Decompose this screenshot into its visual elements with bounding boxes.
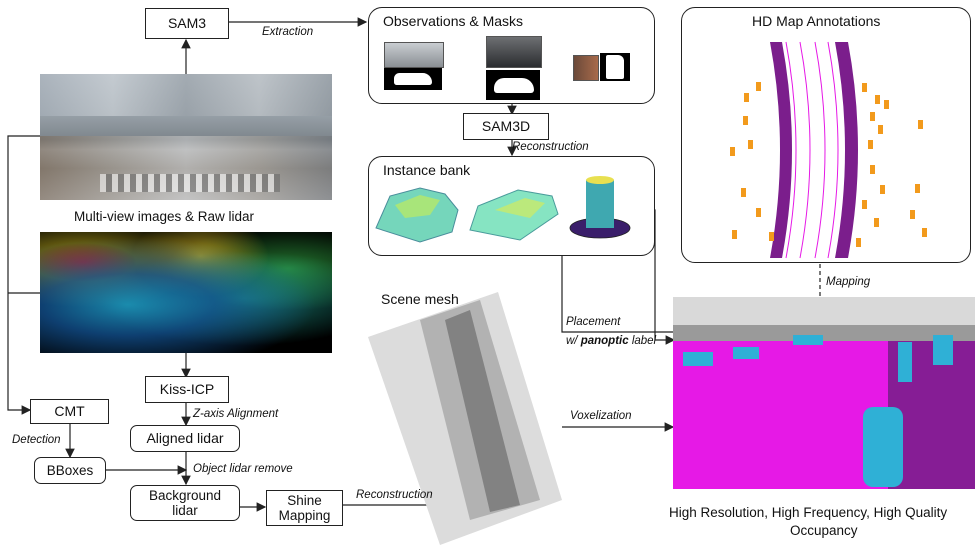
raw-lidar-image — [40, 232, 332, 353]
label-extraction: Extraction — [262, 26, 314, 38]
sam3d-node: SAM3D — [463, 113, 549, 140]
bboxes-node: BBoxes — [34, 457, 106, 484]
panoptic-bold: panoptic — [580, 335, 629, 347]
label-placement: Placement — [566, 316, 621, 328]
background-lidar-node: Background lidar — [130, 485, 240, 521]
label-z-axis: Z-axis Alignment — [193, 408, 279, 420]
shine-mapping-node: Shine Mapping — [266, 490, 343, 526]
label-detection: Detection — [12, 434, 61, 446]
label-panoptic: w/ panoptic label — [566, 335, 657, 347]
observation-car-image-2 — [486, 36, 542, 68]
background-lidar-line2: lidar — [172, 503, 198, 518]
instance-mesh-car-1 — [375, 187, 459, 243]
mask-object-3 — [600, 53, 630, 81]
label-reconstruction-top: Reconstruction — [512, 141, 589, 153]
mask-car-2 — [486, 70, 540, 100]
kiss-icp-node: Kiss-ICP — [145, 376, 229, 403]
hd-map-title: HD Map Annotations — [752, 13, 881, 29]
label-reconstruction-bottom: Reconstruction — [356, 489, 433, 501]
observation-object-image-3 — [573, 55, 599, 81]
mask-car-1 — [384, 68, 442, 90]
cmt-node: CMT — [30, 399, 109, 424]
shine-mapping-line1: Shine — [287, 493, 322, 508]
multiview-caption: Multi-view images & Raw lidar — [74, 209, 255, 224]
background-lidar-line1: Background — [148, 488, 222, 503]
hd-map-panel — [681, 7, 971, 263]
instance-mesh-car-2 — [469, 189, 559, 241]
output-caption-line2: Occupancy — [790, 523, 858, 538]
shine-mapping-line2: Mapping — [278, 508, 331, 523]
output-caption-line1: High Resolution, High Frequency, High Qu… — [669, 505, 948, 520]
sam3-node: SAM3 — [145, 8, 229, 39]
edge-left-bracket — [7, 135, 40, 415]
multiview-images — [40, 74, 332, 200]
scene-mesh-title: Scene mesh — [381, 291, 459, 307]
aligned-lidar-node: Aligned lidar — [130, 425, 240, 452]
label-voxelization: Voxelization — [570, 410, 632, 422]
label-object-lidar-remove: Object lidar remove — [193, 463, 293, 475]
observations-title: Observations & Masks — [383, 13, 524, 29]
label-mapping: Mapping — [826, 276, 871, 288]
instance-mesh-object-3 — [569, 176, 631, 239]
instance-bank-title: Instance bank — [383, 162, 471, 178]
observation-car-image-1 — [384, 42, 444, 68]
occupancy-image — [673, 297, 975, 489]
